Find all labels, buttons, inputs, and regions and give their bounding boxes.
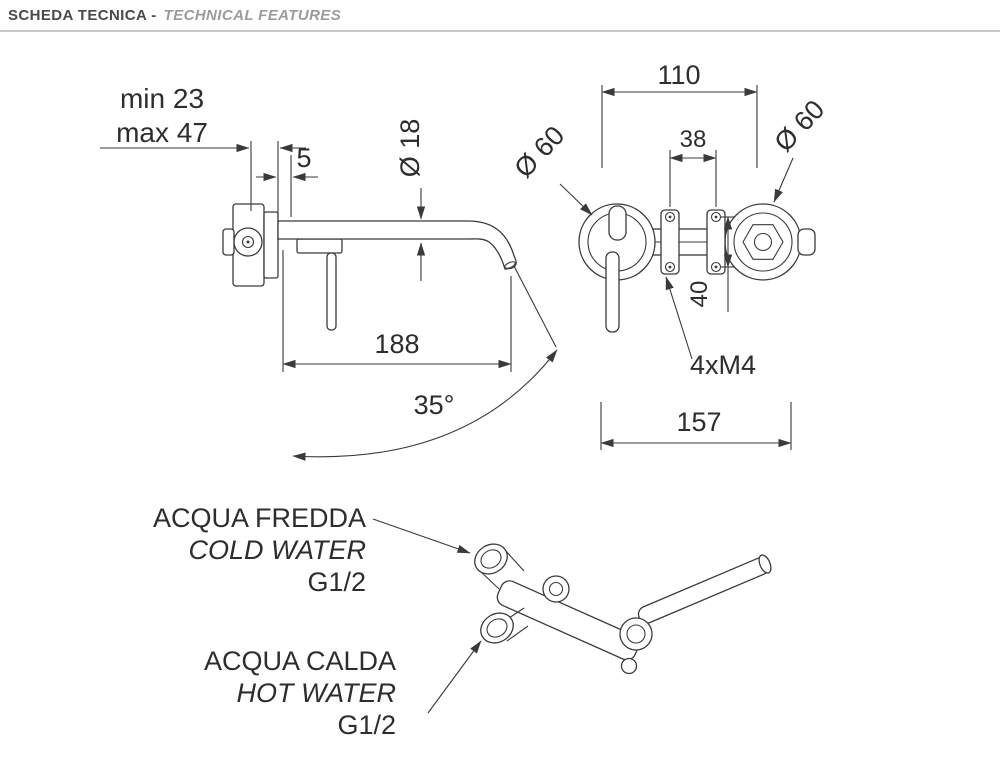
lever-rod-front xyxy=(605,251,620,333)
perspective-view xyxy=(474,543,772,675)
header-title-italian: SCHEDA TECNICA - xyxy=(8,7,157,24)
swivel-radius-line xyxy=(513,265,557,348)
cold-inlet-port xyxy=(474,543,508,575)
screw-hole-dot xyxy=(668,215,672,219)
lever-rod-side xyxy=(326,252,337,331)
spout-outlet xyxy=(504,261,516,269)
screw-hole xyxy=(710,211,722,223)
dim-overall-width: 157 xyxy=(676,407,721,437)
front-view: 110 38 Ø 60 Ø 60 40 4xM4 xyxy=(508,60,830,450)
hot-inlet-side xyxy=(508,607,525,619)
right-flange-hex xyxy=(742,224,784,260)
leader-line xyxy=(372,518,471,554)
handle-hub-dot xyxy=(246,240,250,244)
dim-bracket-distance: 38 xyxy=(680,126,707,153)
cold-inlet-thread xyxy=(480,549,502,569)
screw-hole xyxy=(710,261,722,273)
dim-wall-depth-min: min 23 xyxy=(120,83,204,114)
right-flange-outer xyxy=(724,203,802,281)
screw-hole-dot xyxy=(714,265,718,269)
dim-swivel-angle: 35° xyxy=(414,390,455,420)
hot-inlet-port xyxy=(480,612,514,644)
screw-hole-dot xyxy=(668,265,672,269)
dim-wall-depth-max: max 47 xyxy=(116,117,208,148)
temperature-knob xyxy=(797,228,816,256)
screw-hole xyxy=(664,211,676,223)
right-flange-inner xyxy=(733,212,793,272)
check-valve xyxy=(620,657,638,675)
left-flange-cap xyxy=(608,205,627,241)
mounting-bracket xyxy=(660,209,680,275)
right-flange-center xyxy=(753,232,773,252)
mounting-bracket xyxy=(706,209,726,275)
leader-line xyxy=(773,157,794,203)
plate-collar xyxy=(263,211,279,279)
cartridge-boss-inner xyxy=(548,581,564,597)
screw-hole xyxy=(664,261,676,273)
dim-flange-diameter-left: Ø 60 xyxy=(508,120,570,183)
callout-screws: 4xM4 xyxy=(690,350,756,380)
dim-flange-diameter-right: Ø 60 xyxy=(768,94,830,157)
leader-line xyxy=(427,640,482,714)
cartridge-boss xyxy=(542,575,570,603)
cold-water-label-en: COLD WATER xyxy=(188,535,366,565)
hot-water-label-en: HOT WATER xyxy=(237,678,397,708)
connection-labels: ACQUA FREDDA COLD WATER G1/2 ACQUA CALDA… xyxy=(153,503,482,740)
hot-inlet-side xyxy=(506,625,529,642)
spout-tube xyxy=(637,557,770,624)
dim-centers-distance: 110 xyxy=(657,60,700,90)
outlet-flange xyxy=(619,617,653,651)
hot-water-thread: G1/2 xyxy=(337,710,396,740)
handle-tab xyxy=(222,228,235,256)
spout-tip-cap xyxy=(758,554,772,574)
side-view: min 23 max 47 5 Ø 18 188 35° xyxy=(100,83,558,461)
outlet-flange-inner xyxy=(626,624,646,644)
dim-plate-gap: 5 xyxy=(296,143,311,173)
handle-hub-inner xyxy=(241,235,255,249)
cartridge-body xyxy=(296,238,343,254)
cold-water-thread: G1/2 xyxy=(307,567,366,597)
header: SCHEDA TECNICA - TECHNICAL FEATURES xyxy=(0,0,1000,32)
leader-line xyxy=(559,183,593,216)
dim-spout-reach: 188 xyxy=(374,329,419,359)
screw-hole-dot xyxy=(714,215,718,219)
dim-spout-diameter: Ø 18 xyxy=(395,119,425,178)
dim-bracket-hole-distance: 40 xyxy=(686,281,713,308)
swivel-arc xyxy=(292,349,558,461)
hot-inlet-thread xyxy=(486,618,508,638)
leader-line xyxy=(665,276,693,360)
header-title-english: TECHNICAL FEATURES xyxy=(163,7,342,24)
hot-water-label-it: ACQUA CALDA xyxy=(204,646,396,676)
mixer-body xyxy=(496,580,640,661)
cold-water-label-it: ACQUA FREDDA xyxy=(153,503,366,533)
